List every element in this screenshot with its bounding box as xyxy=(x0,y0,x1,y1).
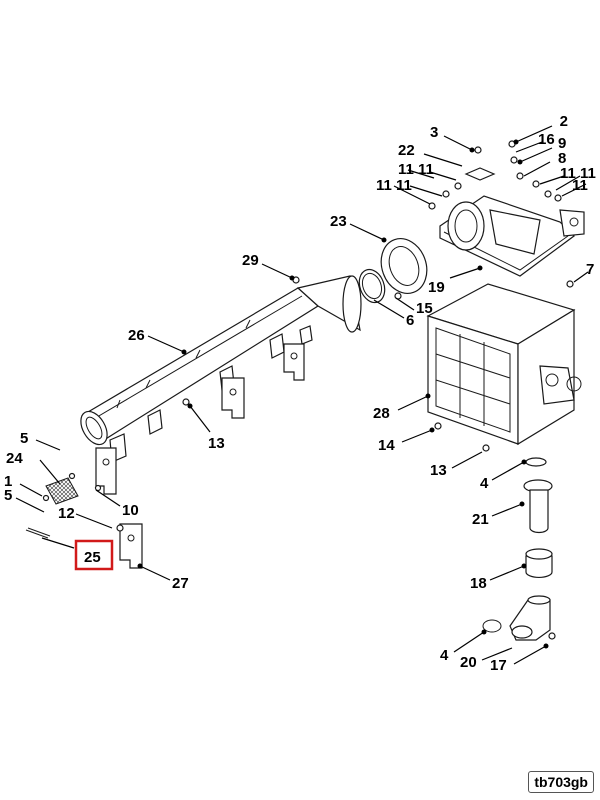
leader-lines xyxy=(15,125,589,665)
callout-3: 3 xyxy=(430,124,438,141)
callout-11-e: 11 xyxy=(560,165,576,182)
callout-4-a: 4 xyxy=(480,475,489,492)
callout-1: 1 xyxy=(4,473,12,490)
callout-13-b: 13 xyxy=(430,462,447,479)
main-box-assembly xyxy=(426,283,582,446)
callout-21: 21 xyxy=(472,511,489,528)
lower-tube-assembly xyxy=(482,457,553,641)
callout-10: 10 xyxy=(122,502,139,519)
callout-29: 29 xyxy=(242,252,259,269)
callout-25: 25 xyxy=(84,549,101,566)
heat-shield xyxy=(25,477,79,539)
callout-14: 14 xyxy=(378,437,395,454)
callout-23: 23 xyxy=(330,213,347,230)
callout-labels: 2 3 16 9 22 8 11 11 11 11 11 11 11 23 29… xyxy=(4,113,596,674)
callout-20: 20 xyxy=(460,654,477,671)
callout-7: 7 xyxy=(586,261,594,278)
callout-28: 28 xyxy=(373,405,390,422)
hanger-brackets xyxy=(95,343,305,569)
callout-19: 19 xyxy=(428,279,445,296)
callout-16: 16 xyxy=(538,131,555,148)
callout-11-b: 11 xyxy=(418,161,434,178)
callout-4-b: 4 xyxy=(440,647,449,664)
callout-18: 18 xyxy=(470,575,487,592)
callout-11-a: 11 xyxy=(398,161,414,178)
callout-5-b: 5 xyxy=(4,487,12,504)
callout-13-a: 13 xyxy=(208,435,225,452)
callout-2: 2 xyxy=(560,113,568,130)
callout-11-g: 11 xyxy=(572,177,588,194)
exhaust-pipe xyxy=(80,275,362,446)
callout-22: 22 xyxy=(398,142,415,159)
callout-11-c: 11 xyxy=(376,177,392,194)
callout-24: 24 xyxy=(6,450,23,467)
callout-6: 6 xyxy=(406,312,414,329)
callout-12: 12 xyxy=(58,505,75,522)
callout-8: 8 xyxy=(558,150,566,167)
callout-11-d: 11 xyxy=(396,177,412,194)
upper-housing xyxy=(439,167,585,277)
callout-11-f: 11 xyxy=(580,165,596,182)
fasteners xyxy=(42,140,574,640)
highlight-box-25 xyxy=(74,539,114,571)
callout-26: 26 xyxy=(128,327,145,344)
callout-15: 15 xyxy=(416,300,433,317)
callout-17: 17 xyxy=(490,657,507,674)
callout-9: 9 xyxy=(558,135,566,152)
callout-5-a: 5 xyxy=(20,430,28,447)
callout-27: 27 xyxy=(172,575,189,592)
leader-arrowheads xyxy=(137,139,549,649)
figure-id-label: tb703gb xyxy=(528,771,594,793)
